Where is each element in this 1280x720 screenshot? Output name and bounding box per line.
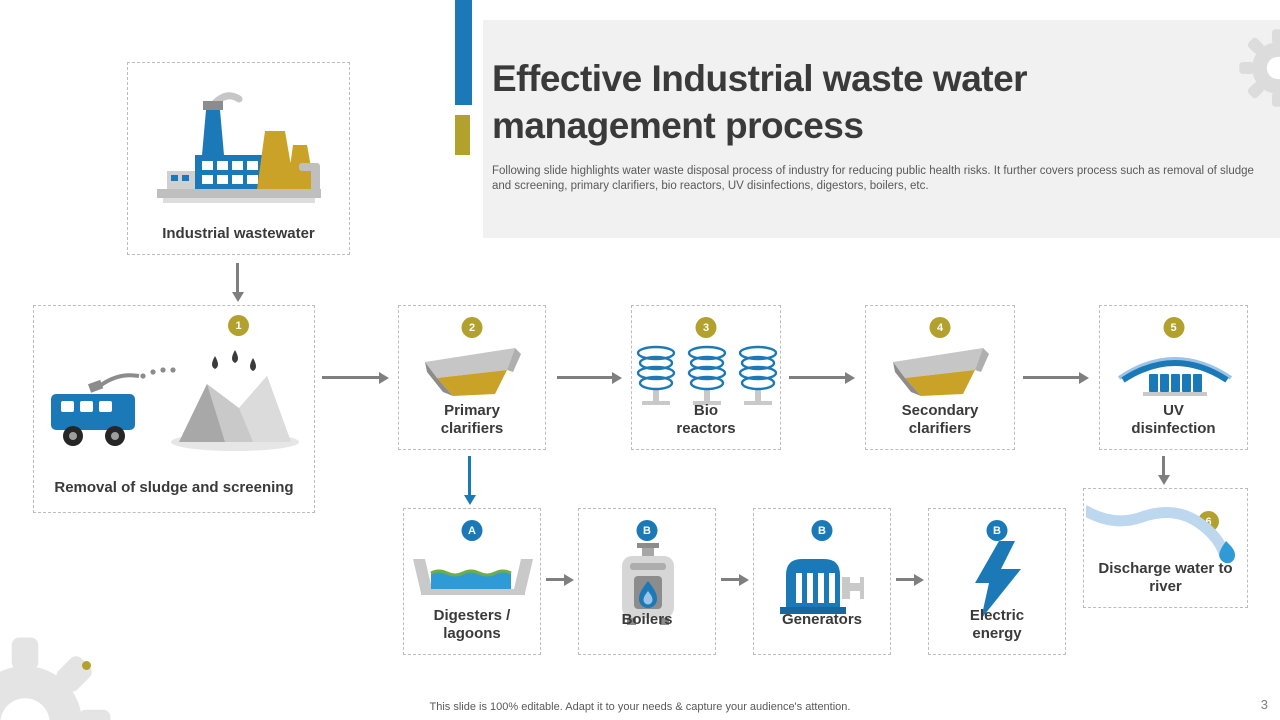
boiler-icon: [609, 543, 687, 627]
node-label: Digesters / lagoons: [433, 606, 511, 643]
uv-lamp-icon: [1115, 348, 1235, 400]
bio-reactor-coils-icon: [632, 342, 782, 412]
flow-arrow-step3-to-step4: [789, 376, 846, 379]
flow-arrow-step2-to-step3: [557, 376, 613, 379]
title-accent-bar-gold: [455, 115, 470, 155]
node-label: Primary clarifiers: [440, 401, 504, 438]
flow-arrow-source-to-step1: [236, 263, 239, 293]
step-badge: 1: [228, 315, 249, 336]
gold-dot-decoration: [82, 661, 91, 670]
flow-arrow-step5-to-step6: [1162, 456, 1165, 476]
title-accent-bar-blue: [455, 0, 472, 105]
node-removal-of-sludge: 1: [33, 305, 315, 513]
gear-icon: [0, 628, 120, 720]
flow-arrow-stepA-to-stepB1: [546, 578, 565, 581]
lagoon-icon: [413, 555, 533, 599]
node-discharge-water: 6 Discharge water to river: [1080, 488, 1248, 608]
node-label: Boilers: [621, 611, 673, 629]
step-badge: B: [811, 520, 833, 541]
node-label: Removal of sludge and screening: [54, 479, 294, 497]
gear-icon: [1235, 25, 1280, 116]
footer-note: This slide is 100% editable. Adapt it to…: [429, 701, 851, 713]
title-background-panel: [483, 20, 1280, 238]
node-label: Generators: [781, 611, 863, 629]
truck-sludge-icon: [39, 348, 311, 466]
river-discharge-icon: [1080, 501, 1244, 573]
node-digesters-lagoons: A Digesters / lagoons: [403, 508, 541, 655]
node-label: Discharge water to river: [1098, 559, 1233, 596]
step-badge: B: [636, 520, 658, 541]
step-badge: 5: [1163, 317, 1184, 338]
page-title: Effective Industrial waste water managem…: [492, 58, 1028, 147]
flow-arrow-step2-to-stepA: [468, 456, 471, 496]
page-subtitle: Following slide highlights water waste d…: [492, 165, 1254, 192]
step-badge: 4: [929, 317, 951, 338]
page-number: 3: [1260, 697, 1268, 712]
clarifier-icon: [423, 346, 523, 404]
clarifier-icon: [891, 346, 991, 404]
factory-icon: [149, 87, 329, 217]
flow-arrow-stepB2-to-stepB3: [896, 578, 915, 581]
lightning-icon: [972, 541, 1024, 619]
node-label: UV disinfection: [1131, 401, 1216, 438]
flow-arrow-stepB1-to-stepB2: [721, 578, 740, 581]
step-badge: A: [461, 520, 483, 541]
flow-arrow-step1-to-step2: [322, 376, 380, 379]
node-label: Industrial wastewater: [162, 225, 315, 243]
generator-icon: [776, 553, 871, 615]
step-badge: 3: [695, 317, 717, 338]
node-boilers: B Boilers: [578, 508, 716, 655]
node-industrial-wastewater: Industrial wastewater: [127, 62, 350, 255]
node-primary-clarifiers: 2 Primary clarifiers: [398, 305, 546, 450]
node-label: Secondary clarifiers: [901, 401, 979, 438]
node-electric-energy: B Electric energy: [928, 508, 1066, 655]
flow-arrow-step4-to-step5: [1023, 376, 1080, 379]
node-label: Electric energy: [969, 606, 1025, 643]
node-secondary-clarifiers: 4 Secondary clarifiers: [865, 305, 1015, 450]
node-generators: B Generators: [753, 508, 891, 655]
node-label: Bio reactors: [676, 401, 736, 438]
node-uv-disinfection: 5 UV disinfection: [1099, 305, 1248, 450]
step-badge: B: [986, 520, 1008, 541]
step-badge: 2: [461, 317, 483, 338]
node-bio-reactors: 3 Bio reactors: [631, 305, 781, 450]
